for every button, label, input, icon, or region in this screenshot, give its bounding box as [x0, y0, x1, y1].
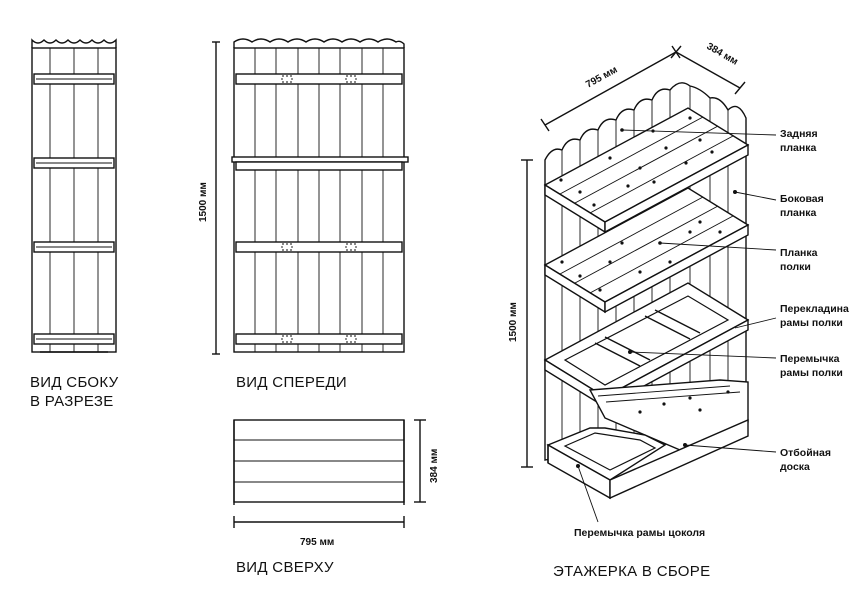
assembled-depth-label: 384 мм [705, 41, 740, 68]
callout-shelf-plank: Планка полки [780, 247, 818, 273]
side-section-view [31, 38, 117, 353]
side-section-caption: ВИД СБОКУ В РАЗРЕЗЕ [30, 373, 118, 411]
front-caption: ВИД СПЕРЕДИ [236, 374, 347, 391]
side-section-caption-line2: В РАЗРЕЗЕ [30, 393, 114, 410]
callout-kick-board: Отбойная доска [780, 447, 831, 473]
screw-dots [559, 116, 737, 468]
top-caption: ВИД СВЕРХУ [236, 559, 334, 576]
callout-base-jumper: Перемычка рамы цоколя [574, 527, 706, 539]
callout-side-plank: Боковая планка [780, 193, 824, 219]
callout-frame-jumper: Перемычка рамы полки [780, 353, 843, 379]
assembled-view: 795 мм 384 мм 1500 мм [508, 41, 777, 523]
assembled-caption: ЭТАЖЕРКА В СБОРЕ [553, 563, 711, 580]
side-section-caption-line1: ВИД СБОКУ [30, 374, 119, 391]
callout-leaders [577, 129, 777, 523]
top-depth-label: 384 мм [429, 449, 440, 483]
callout-frame-crossbar: Перекладина рамы полки [780, 303, 849, 329]
callout-back-plank: Задняя планка [780, 128, 818, 154]
top-view: 795 мм 384 мм [233, 419, 440, 548]
assembled-height-label: 1500 мм [508, 302, 519, 342]
front-height-label: 1500 мм [198, 182, 209, 222]
front-view: 1500 мм [198, 38, 409, 355]
top-width-label: 795 мм [300, 537, 334, 548]
